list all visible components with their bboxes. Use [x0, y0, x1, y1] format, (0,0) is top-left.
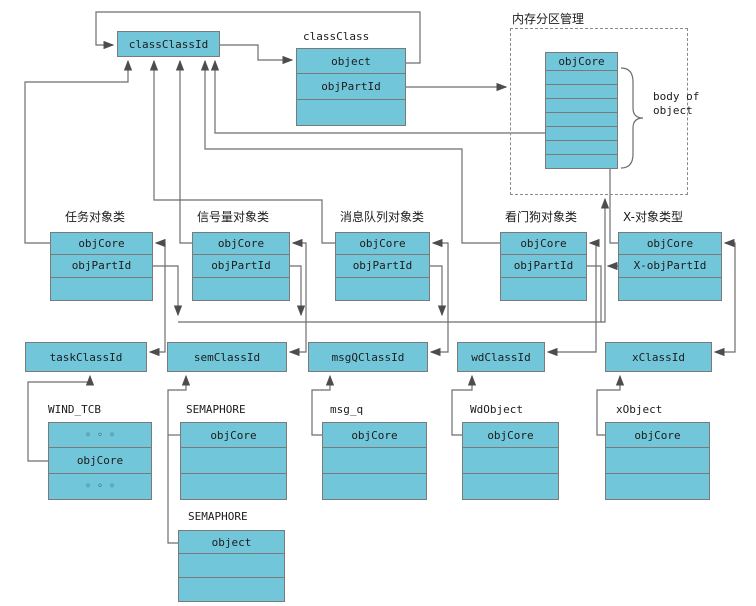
memory-stack-cell [545, 127, 618, 141]
xobject-title: xObject [616, 403, 663, 416]
msgqclassid-label: msgQClassId [331, 350, 405, 364]
sem-empty-row [192, 278, 290, 301]
memory-stack-cell [545, 99, 618, 113]
classclassid-label: classClassId [128, 37, 209, 51]
taskclassid-box: taskClassId [25, 342, 147, 372]
msgq-class-box: objCore objPartId [335, 232, 430, 301]
x-objpartid-row: X-objPartId [618, 255, 722, 278]
windtcb-objcore-row: objCore [48, 448, 152, 474]
classclass-row-empty [296, 100, 406, 126]
msgq-empty-row [335, 278, 430, 301]
memory-partition-title: 内存分区管理 [512, 12, 585, 26]
xclassid-label: xClassId [632, 350, 685, 364]
x-objcore-row: objCore [618, 232, 722, 255]
msgq-instance-empty-row [322, 474, 427, 500]
x-class-box: objCore X-objPartId [618, 232, 722, 301]
windtcb-box: ◦ ◦ ◦ objCore ◦ ◦ ◦ [48, 422, 152, 500]
sem-class-box: objCore objPartId [192, 232, 290, 301]
wdobject-empty-row [462, 448, 559, 474]
semaphore-empty-row [180, 474, 287, 500]
classclass-row-objpartid: objPartId [296, 74, 406, 100]
wdobject-objcore-row: objCore [462, 422, 559, 448]
sem-class-title: 信号量对象类 [197, 210, 270, 224]
taskclassid-label: taskClassId [49, 350, 123, 364]
wdclassid-box: wdClassId [457, 342, 545, 372]
classclass-title: classClass [303, 30, 370, 43]
xobject-objcore-row: objCore [605, 422, 710, 448]
wdobject-empty-row [462, 474, 559, 500]
x-class-title: X-对象类型 [623, 210, 683, 224]
classclass-box: object objPartId [296, 48, 406, 126]
wd-objcore-row: objCore [500, 232, 587, 255]
connector-msgqclassid-msgq-objcore [429, 238, 449, 357]
msgq-instance-title: msg_q [330, 403, 364, 416]
semaphore2-box: object [178, 530, 285, 602]
body-of-object-label: body of object [653, 90, 700, 117]
wd-class-title: 看门狗对象类 [505, 210, 578, 224]
msgq-instance-box: objCore [322, 422, 427, 500]
task-objpartid-row: objPartId [50, 255, 153, 278]
msgqclassid-box: msgQClassId [308, 342, 428, 372]
semaphore-objcore-row: objCore [180, 422, 287, 448]
semaphore-title: SEMAPHORE [186, 403, 246, 416]
xobject-empty-row [605, 448, 710, 474]
memory-partition-dashed-box [510, 28, 688, 195]
memory-stack-cell [545, 113, 618, 127]
msgq-instance-empty-row [322, 448, 427, 474]
sem-objcore-row: objCore [192, 232, 290, 255]
msgq-class-title: 消息队列对象类 [340, 210, 425, 224]
windtcb-dots-row: ◦ ◦ ◦ [48, 422, 152, 448]
classclass-row-object: object [296, 48, 406, 74]
connector-task-objpartid-to-bus [153, 265, 183, 317]
wd-class-box: objCore objPartId [500, 232, 587, 301]
semaphore2-empty-row [178, 554, 285, 578]
xclassid-box: xClassId [605, 342, 712, 372]
connector-sem-objpartid-to-bus [290, 265, 306, 317]
msgq-objpartid-row: objPartId [335, 255, 430, 278]
wd-objpartid-row: objPartId [500, 255, 587, 278]
connector-sem-objcore-to-classclassid [175, 59, 192, 244]
connector-semclassid-sem-objcore [288, 238, 307, 357]
memory-stack-cell [545, 85, 618, 99]
classclassid-box: classClassId [117, 31, 220, 57]
wdobject-title: WdObject [470, 403, 523, 416]
connector-classclassid-to-classclass [220, 44, 294, 65]
connector-msgq-objpartid-to-bus [430, 265, 447, 317]
memory-stack-objcore: objCore [545, 52, 618, 71]
xobject-empty-row [605, 474, 710, 500]
semaphore-empty-row [180, 448, 287, 474]
wdobject-box: objCore [462, 422, 559, 500]
semaphore2-title: SEMAPHORE [188, 510, 248, 523]
semaphore-box: objCore [180, 422, 287, 500]
memory-object-stack: objCore [545, 52, 618, 169]
xobject-box: objCore [605, 422, 710, 500]
task-objcore-row: objCore [50, 232, 153, 255]
x-empty-row [618, 278, 722, 301]
memory-stack-cell [545, 141, 618, 155]
wd-empty-row [500, 278, 587, 301]
semclassid-label: semClassId [193, 350, 261, 364]
windtcb-dots-row2: ◦ ◦ ◦ [48, 474, 152, 500]
semclassid-box: semClassId [167, 342, 287, 372]
task-class-title: 任务对象类 [65, 210, 126, 224]
sem-objpartid-row: objPartId [192, 255, 290, 278]
semaphore2-empty-row [178, 578, 285, 602]
msgq-objcore-row: objCore [335, 232, 430, 255]
memory-stack-cell [545, 71, 618, 85]
windtcb-title: WIND_TCB [48, 403, 101, 416]
connector-wd-objpartid-to-bus [587, 265, 602, 322]
semaphore2-object-row: object [178, 530, 285, 554]
memory-stack-cell [545, 155, 618, 169]
msgq-instance-objcore-row: objCore [322, 422, 427, 448]
wdclassid-label: wdClassId [471, 350, 531, 364]
task-empty-row [50, 278, 153, 301]
task-class-box: objCore objPartId [50, 232, 153, 301]
